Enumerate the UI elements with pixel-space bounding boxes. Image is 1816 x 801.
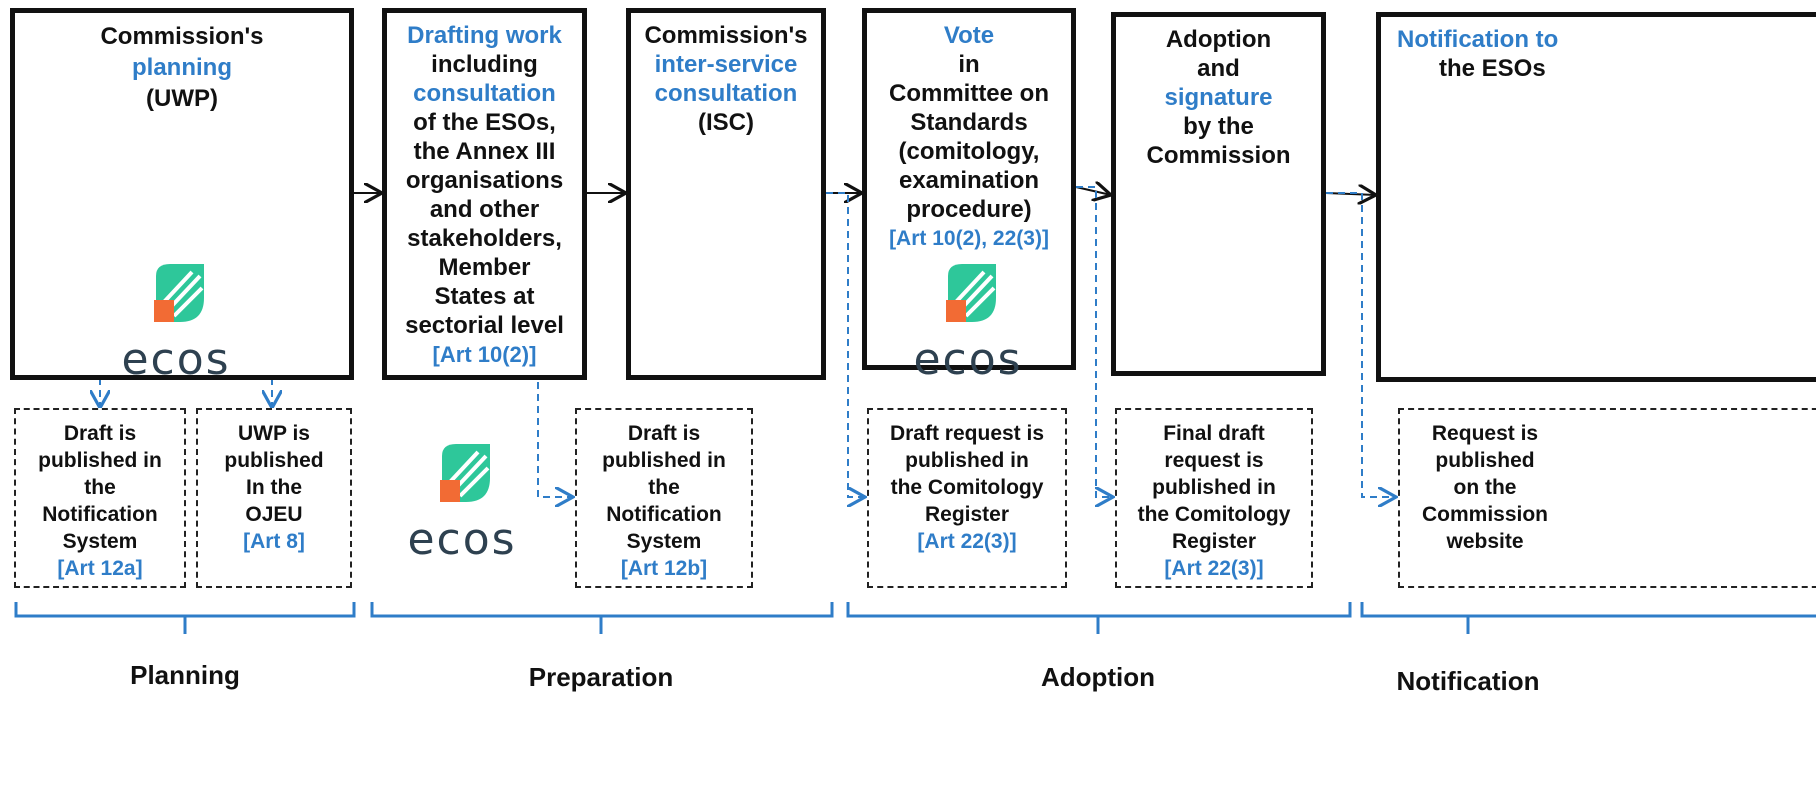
publication-box-ojeu: UWP is published In the OJEU [Art 8] bbox=[196, 408, 352, 588]
dashed-arrow-p3 bbox=[537, 382, 573, 497]
ecos-logo: ecos bbox=[402, 442, 522, 562]
ecos-logo: ecos bbox=[908, 262, 1028, 382]
publication-box-notification-system-12a: Draft is published in the Notification S… bbox=[14, 408, 186, 588]
brace-planning bbox=[14, 602, 356, 634]
phase-label-preparation: Preparation bbox=[528, 662, 674, 692]
publication-box-comitology-final: Final draft request is published in the … bbox=[1115, 408, 1313, 588]
leaf-icon bbox=[946, 264, 996, 322]
phase-label-notification: Notification bbox=[1396, 666, 1540, 696]
arrow-vote-adoption bbox=[1075, 187, 1111, 195]
stage-drafting: Drafting work including consultation of … bbox=[382, 8, 587, 380]
dashed-arrow-p6 bbox=[1326, 192, 1396, 497]
ecos-logo: ecos bbox=[116, 262, 236, 382]
dashed-arrow-p5 bbox=[1076, 186, 1113, 497]
stage-notification: Notification to the ESOs bbox=[1376, 12, 1816, 382]
brace-adoption bbox=[846, 602, 1352, 634]
notification-keyword: Notification to bbox=[1397, 26, 1559, 53]
dashed-arrow-p4 bbox=[826, 192, 865, 497]
publication-box-commission-website: Request is published on the Commission w… bbox=[1398, 408, 1816, 588]
brace-notification bbox=[1360, 602, 1816, 634]
stage-planning: Commission's planning (UWP) bbox=[10, 8, 354, 380]
publication-box-notification-system-12b: Draft is published in the Notification S… bbox=[575, 408, 753, 588]
leaf-icon bbox=[440, 444, 490, 502]
phase-label-planning: Planning bbox=[130, 660, 240, 690]
leaf-icon bbox=[154, 264, 204, 322]
stage-adoption: Adoption and signature by the Commission bbox=[1111, 12, 1326, 376]
stage-isc: Commission's inter-service consultation … bbox=[626, 8, 826, 380]
phase-label-adoption: Adoption bbox=[1040, 662, 1156, 692]
publication-box-comitology-draft: Draft request is published in the Comito… bbox=[867, 408, 1067, 588]
brace-preparation bbox=[370, 602, 834, 634]
